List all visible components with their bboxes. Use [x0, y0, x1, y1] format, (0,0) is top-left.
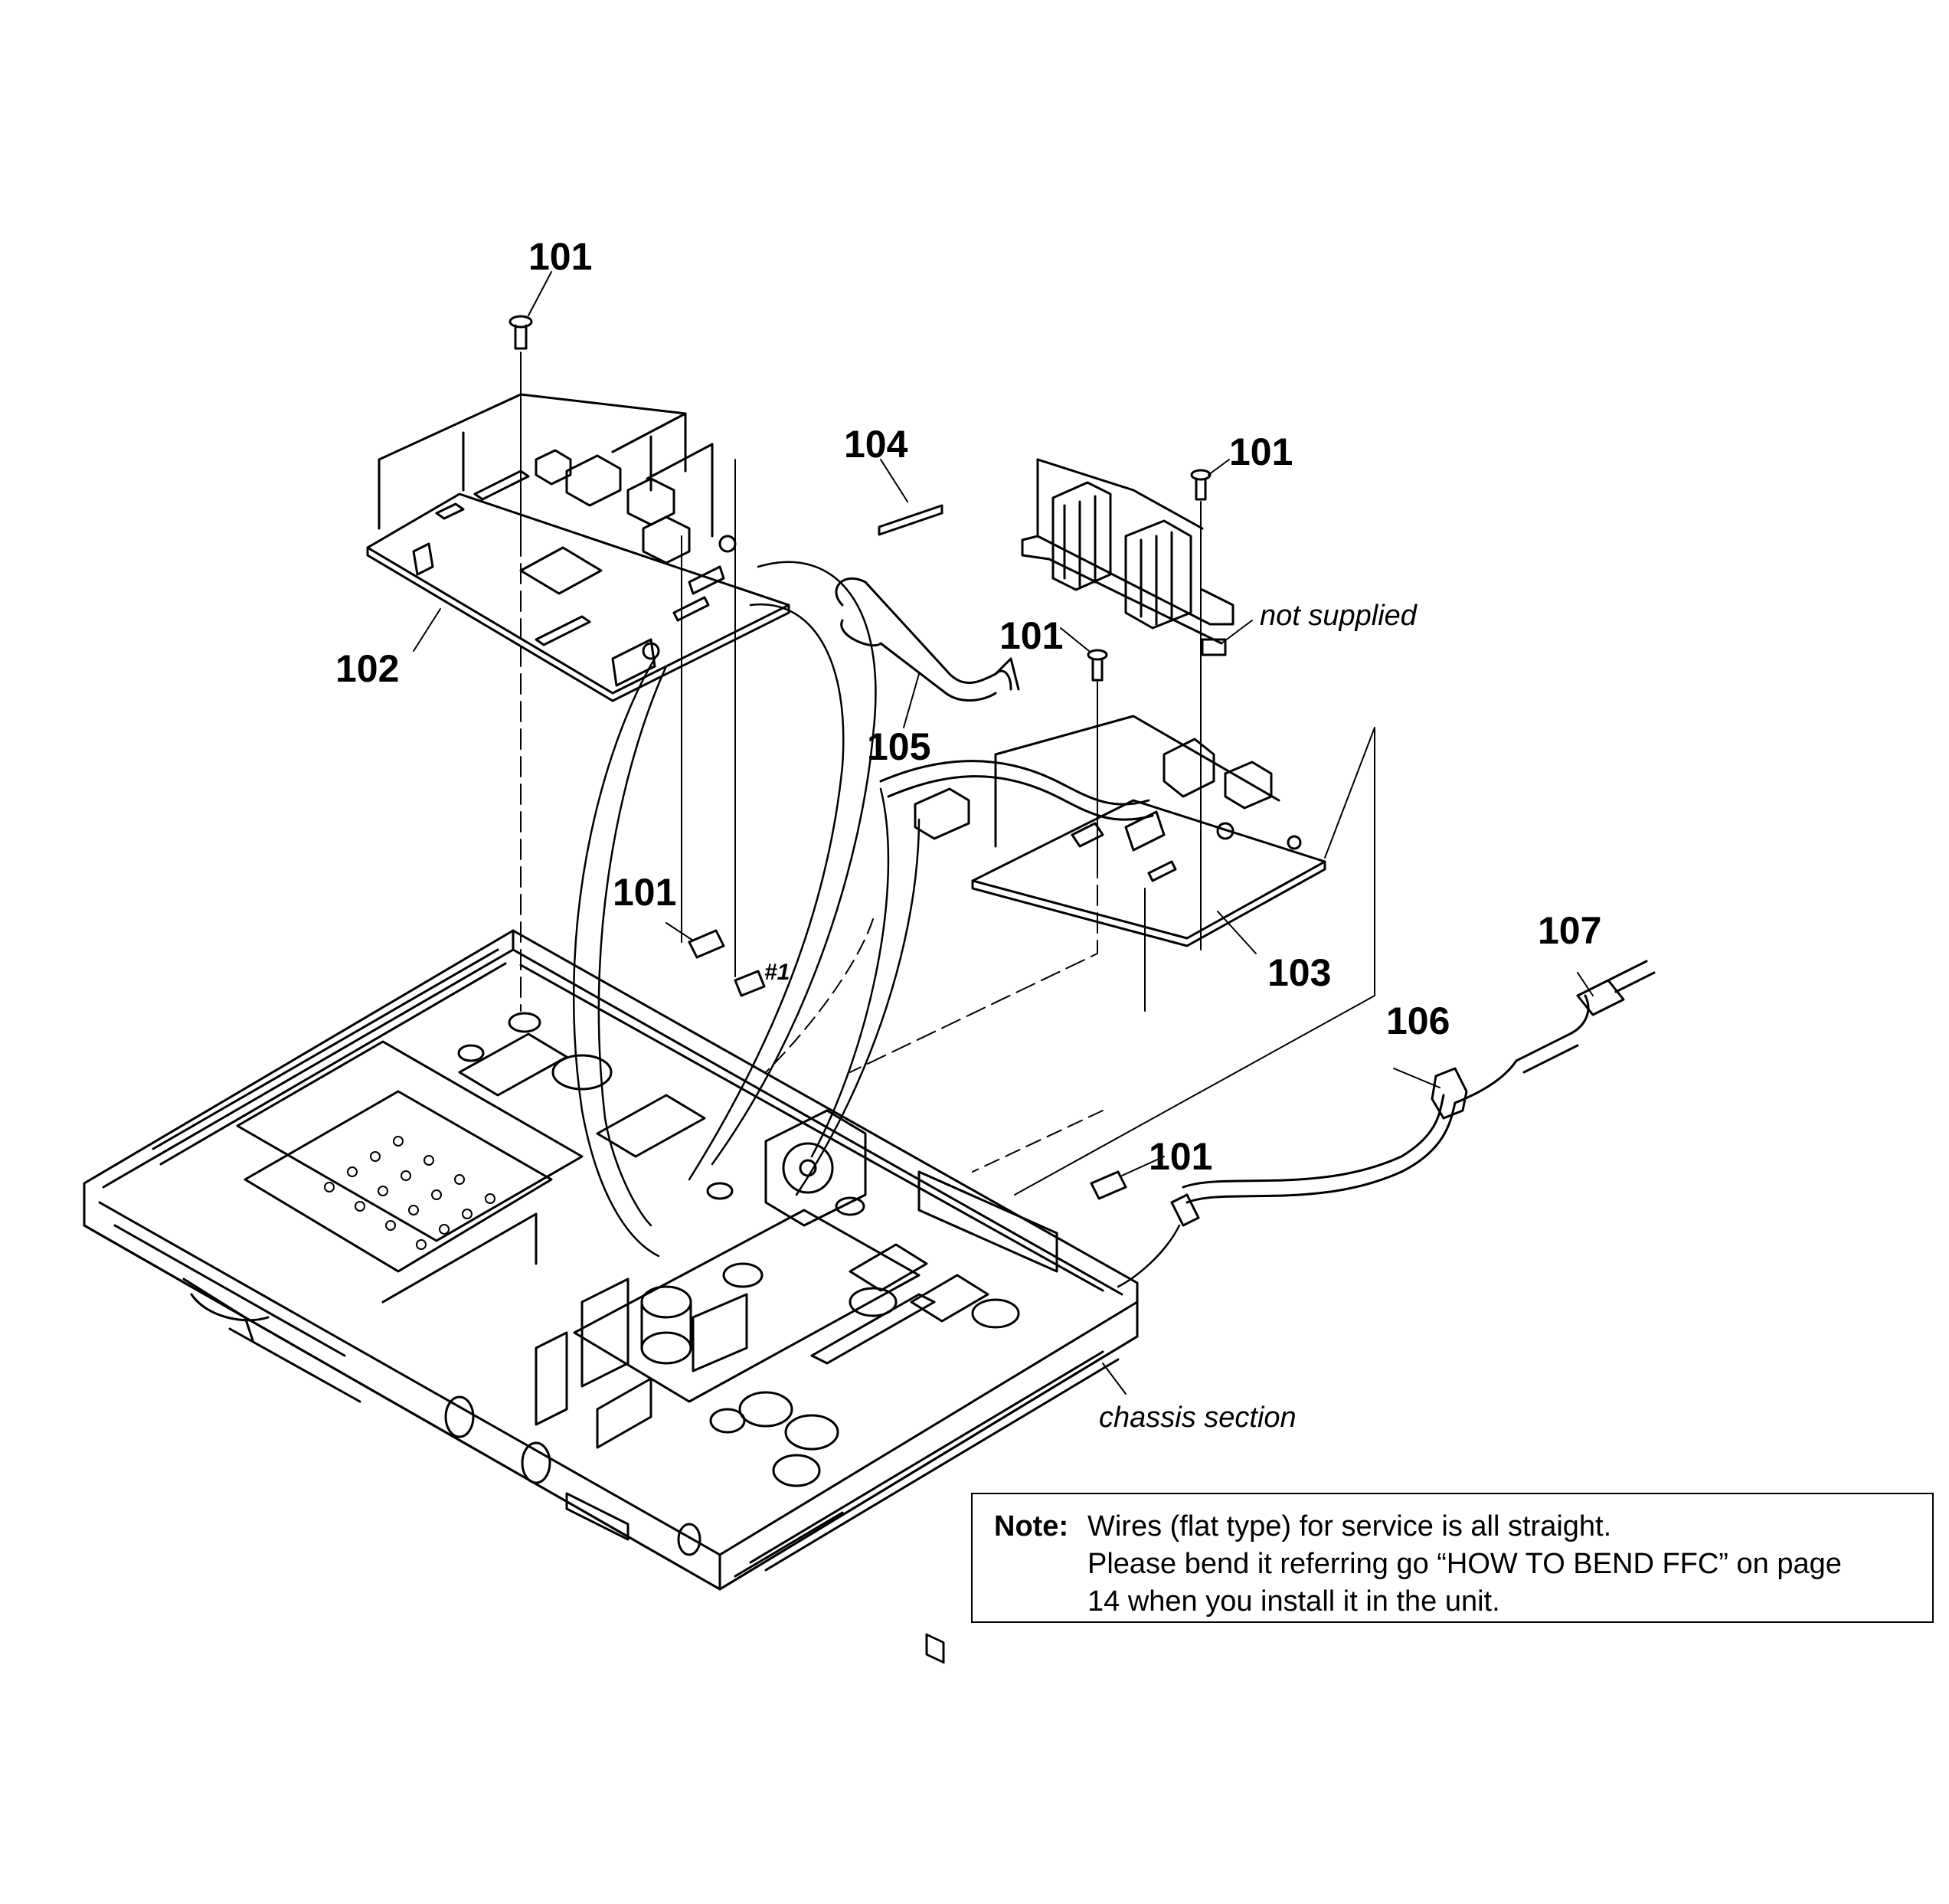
wire-harness: [572, 561, 1181, 1288]
callout-106: 106: [1386, 999, 1450, 1042]
bracket-not-supplied: [1021, 458, 1234, 656]
callout-103: 103: [1267, 951, 1332, 994]
callout-101-mid: 101: [999, 614, 1064, 657]
callout-107: 107: [1538, 909, 1602, 952]
callout-101-top: 101: [528, 235, 593, 278]
callout-105: 105: [867, 725, 931, 768]
ffc-104: [878, 504, 943, 536]
leader-lines: [413, 271, 1594, 1395]
callout-101-left: 101: [613, 871, 677, 914]
note-line-1: Wires (flat type) for service is all str…: [1087, 1510, 1612, 1543]
note-box: Note: Wires (flat type) for service is a…: [971, 1493, 1934, 1623]
callout-101-right: 101: [1229, 430, 1293, 473]
note-line-2: Please bend it referring go “HOW TO BEND…: [1087, 1548, 1842, 1580]
board-102: [366, 393, 790, 702]
power-cord: [1170, 960, 1656, 1227]
callout-101-low: 101: [1149, 1135, 1213, 1178]
note-label: Note:: [994, 1510, 1069, 1543]
callout-104: 104: [844, 423, 908, 466]
screw-marker-1: #1: [764, 960, 790, 985]
callout-102: 102: [335, 647, 400, 690]
chassis-section: [83, 929, 1139, 1664]
board-103: [879, 715, 1326, 947]
caption-chassis-section: chassis section: [1099, 1402, 1297, 1434]
ffc-105: [835, 577, 1020, 702]
note-line-3: 14 when you install it in the unit.: [1087, 1585, 1500, 1618]
assembly-lines: [520, 352, 1375, 1196]
caption-not-supplied: not supplied: [1260, 600, 1417, 632]
screws: [509, 315, 1212, 1200]
